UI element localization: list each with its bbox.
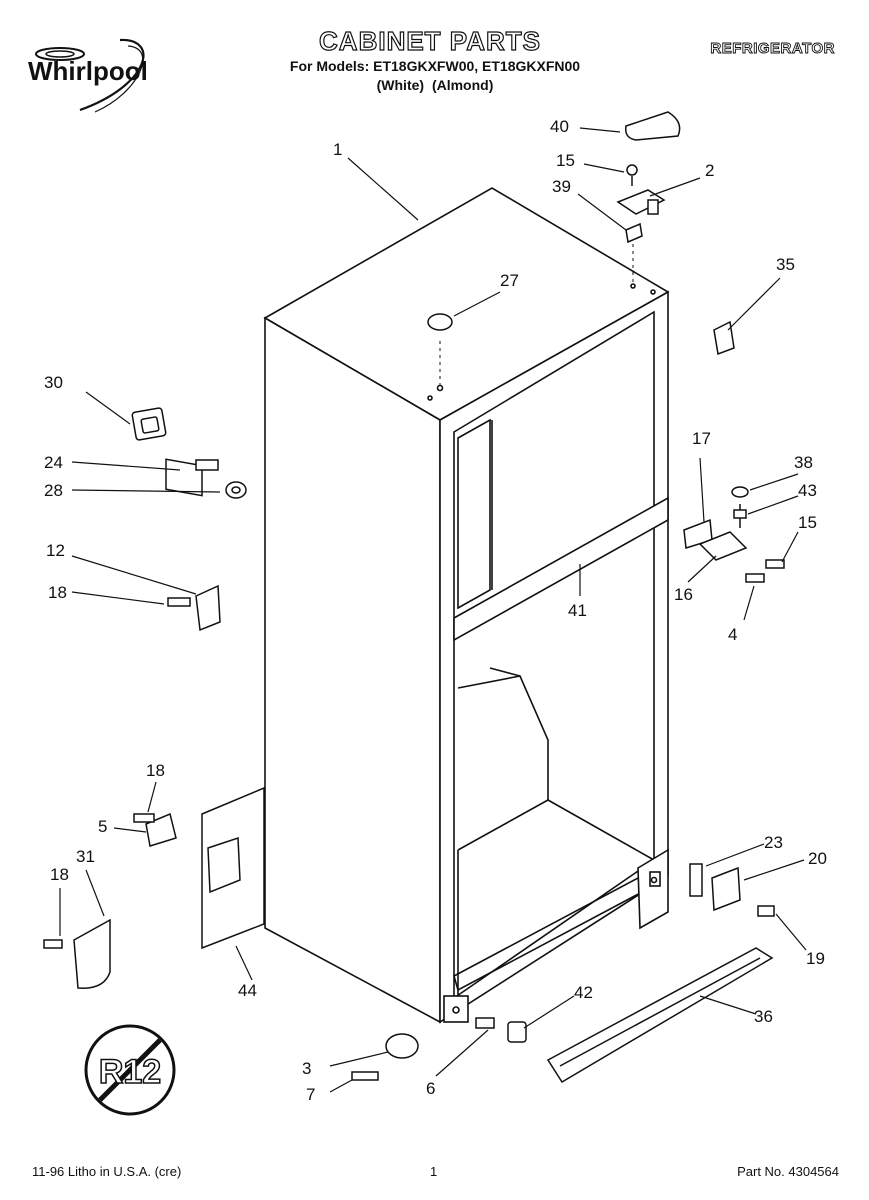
callout-18-a: 18 [48,583,67,602]
callout-23: 23 [764,833,783,852]
part-4-screw [745,573,765,583]
callout-42: 42 [574,983,593,1002]
callout-43: 43 [798,481,817,500]
callout-20: 20 [808,849,827,868]
callout-40: 40 [550,117,569,136]
callout-36: 36 [754,1007,773,1026]
part-24-hinge-pin [165,458,219,497]
part-42-clip [507,1021,527,1043]
callout-44: 44 [238,981,257,1000]
callout-7: 7 [306,1085,315,1104]
r12-badge-label: R12 [99,1053,161,1091]
part-19-screw [757,905,775,917]
part-18-screw-a [167,597,191,607]
part-30-gasket [131,407,167,441]
part-15-top-screw [626,164,638,186]
callout-24: 24 [44,453,63,472]
part-6-screw [475,1017,495,1029]
footer-page-number: 1 [430,1164,438,1179]
part-31-cover [73,918,111,989]
callout-31: 31 [76,847,95,866]
callout-30: 30 [44,373,63,392]
part-7-pin [351,1071,379,1081]
part-27-plug [427,313,453,331]
part-39-shim [625,222,643,244]
callout-17: 17 [692,429,711,448]
part-15-side-screw [765,559,785,569]
part-12-bracket [195,584,221,632]
part-40-hinge-cover [624,111,681,141]
r12-badge: R12 [84,1024,176,1116]
callout-18-c: 18 [50,865,69,884]
callout-27: 27 [500,271,519,290]
callout-39: 39 [552,177,571,196]
callout-15-side: 15 [798,513,817,532]
callout-35: 35 [776,255,795,274]
part-23-shim [689,863,703,897]
footer-litho: 11-96 Litho in U.S.A. (cre) [32,1164,182,1179]
part-43-hinge-pin [733,504,747,528]
callout-4: 4 [728,625,737,644]
model-numbers: For Models: ET18GKXFW00, ET18GKXFN00 [289,58,581,74]
part-2-top-hinge [616,189,666,215]
model-color-variants: (White) (Almond) [376,77,494,93]
part-18-screw-c [43,939,63,949]
refrigerator-cabinet [263,187,670,1024]
brand-logo-text: Whirlpool [28,56,148,86]
part-35-clip [713,320,735,356]
page-title: CABINET PARTS [318,25,541,56]
part-18-screw-b [133,813,155,823]
callout-28: 28 [44,481,63,500]
callout-41: 41 [568,601,587,620]
callout-2: 2 [705,161,714,180]
part-36-toe-grille [546,947,774,1084]
part-20-bottom-hinge [711,866,741,912]
callout-3: 3 [302,1059,311,1078]
footer-part-number: Part No. 4304564 [737,1164,839,1179]
callout-6: 6 [426,1079,435,1098]
leader-lines [59,127,807,1093]
appliance-type: REFRIGERATOR [710,40,835,58]
callout-12: 12 [46,541,65,560]
callout-labels: 1 2 3 4 5 6 7 12 15 15 16 17 18 18 18 19… [44,117,827,1104]
callout-5: 5 [98,817,107,836]
callout-38: 38 [794,453,813,472]
callout-15-top: 15 [556,151,575,170]
callout-19: 19 [806,949,825,968]
callout-18-b: 18 [146,761,165,780]
whirlpool-logo: Whirlpool [28,38,148,113]
part-16-middle-hinge [698,531,748,561]
part-38-washer [731,486,749,498]
part-28-washer [225,481,247,499]
callout-16: 16 [674,585,693,604]
part-3-roller [385,1033,419,1059]
callout-1: 1 [333,140,342,159]
part-44-panel [201,786,265,950]
